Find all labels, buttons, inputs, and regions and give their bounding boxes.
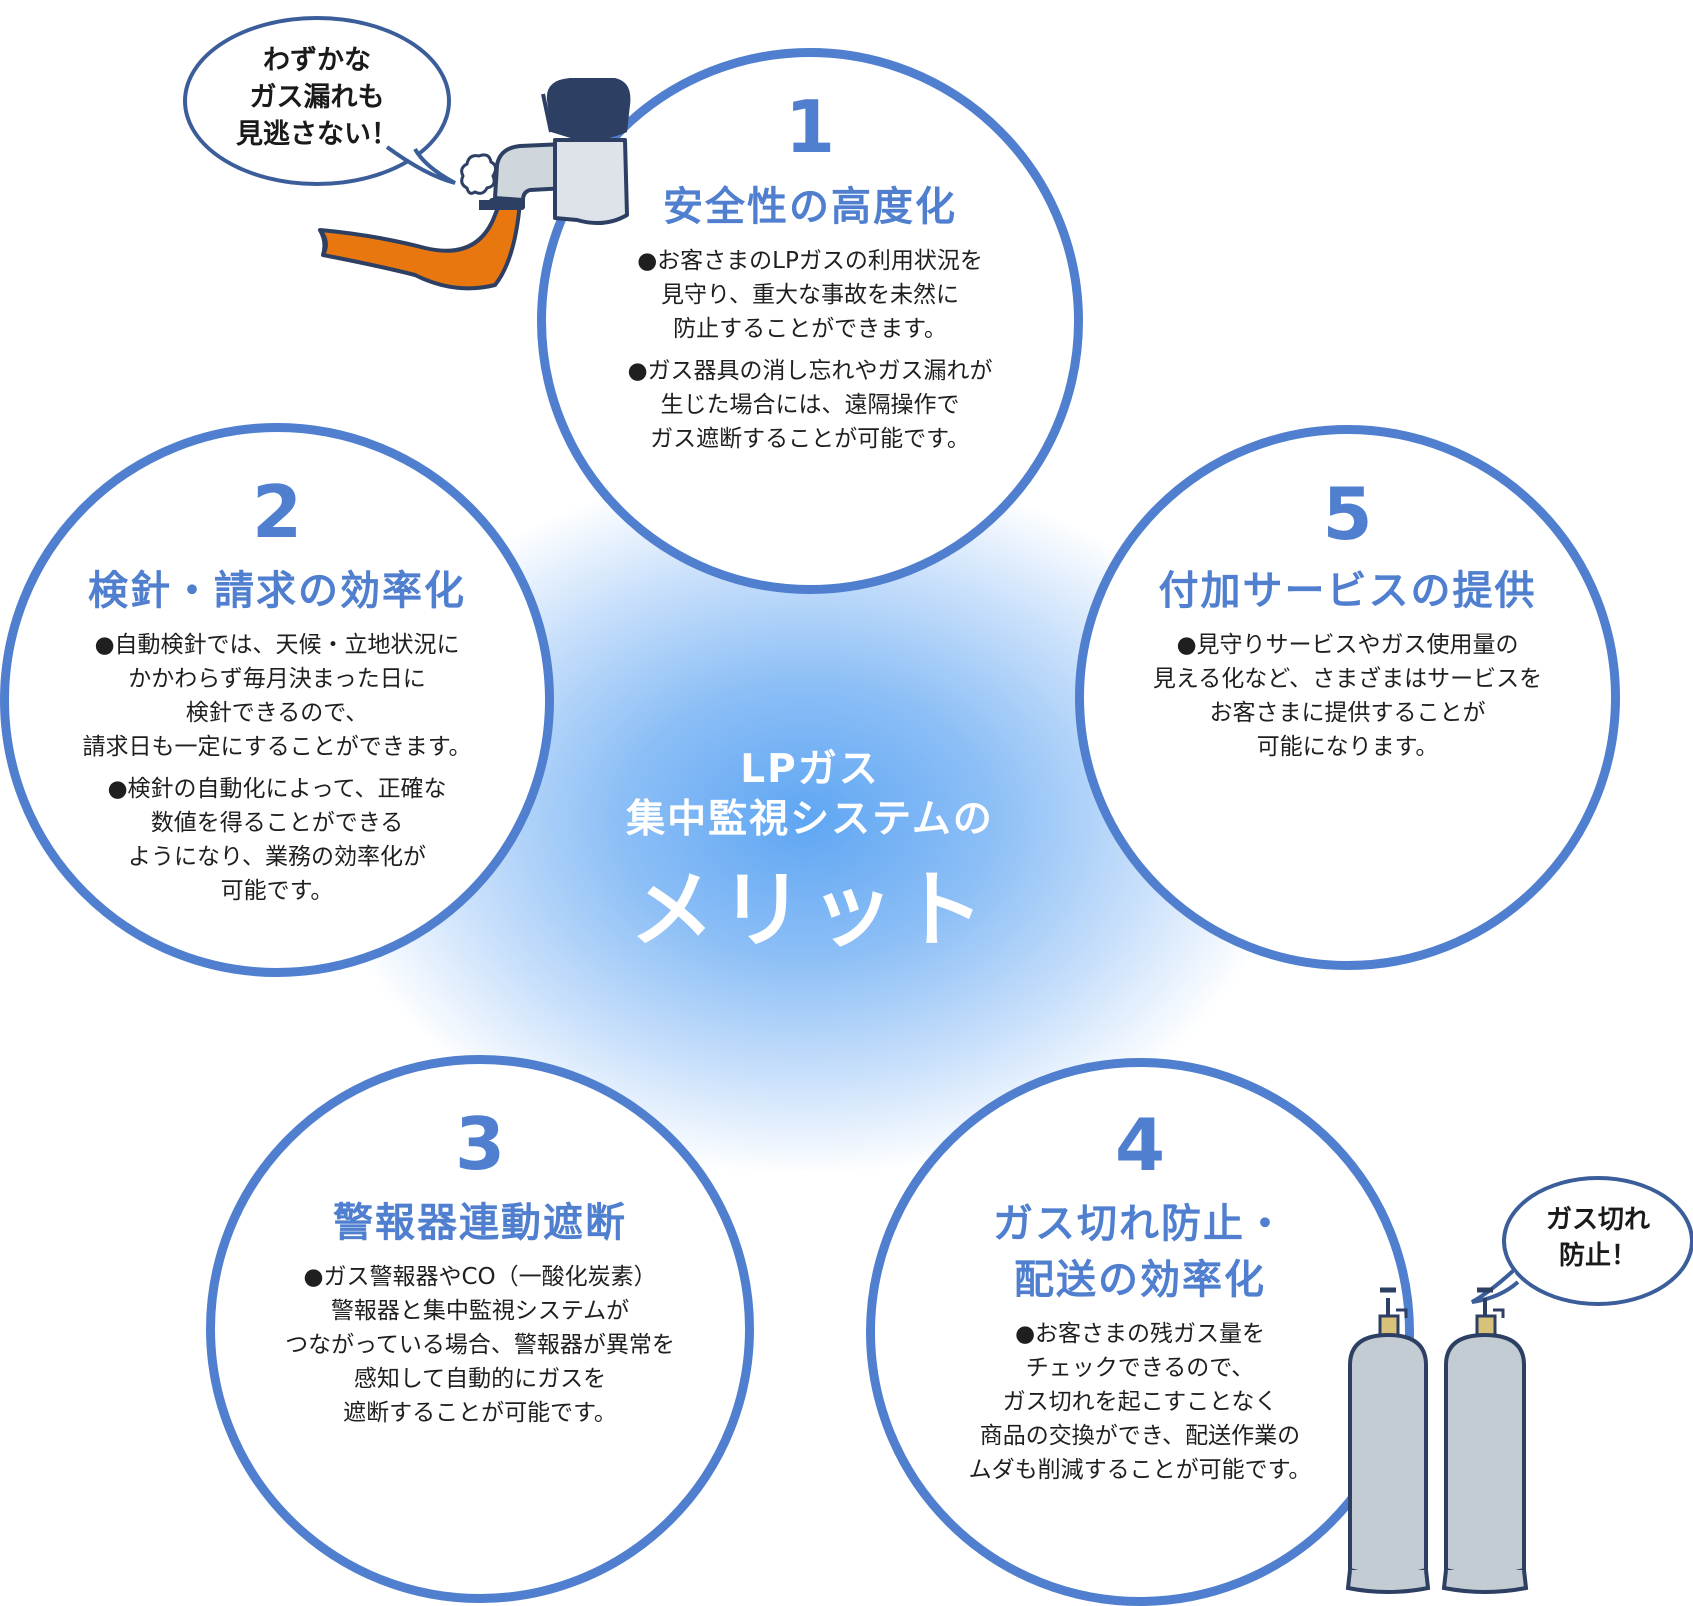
- merit-paragraph: ●検針の自動化によって、正確な 数値を得ることができる ようになり、業務の効率化…: [107, 776, 447, 904]
- merit-description: ●ガス警報器やCO（一酸化炭素） 警報器と集中監視システムが つながっている場合…: [215, 1260, 745, 1438]
- merit-number: 2: [251, 470, 303, 554]
- merit-description: ●お客さまの残ガス量を チェックできるので、 ガス切れを起こすことなく 商品の交…: [875, 1317, 1405, 1495]
- merit-description: ●見守りサービスやガス使用量の 見える化など、さまざまはサービスを お客さまに提…: [1084, 628, 1611, 772]
- leak-speech-bubble: わずかな ガス漏れも 見逃さない！: [183, 16, 451, 186]
- leak-bubble-text: わずかな ガス漏れも 見逃さない！: [236, 45, 398, 150]
- gas-cylinders-icon: [1345, 1287, 1529, 1594]
- gas-valve-with-hose-icon: [318, 78, 631, 291]
- merit-number: 3: [454, 1102, 506, 1186]
- merit-number: 5: [1322, 472, 1373, 556]
- merit-title: 安全性の高度化: [663, 184, 957, 230]
- gas-cylinder-right: [1441, 1287, 1529, 1594]
- merit-title-line1: ガス切れ防止・: [993, 1201, 1287, 1247]
- merit-description: ●お客さまのLPガスの利用状況を 見守り、重大な事故を未然に 防止することができ…: [546, 244, 1074, 464]
- cylinder-bubble-tail: [1471, 1268, 1520, 1304]
- merit-title: 検針・請求の効率化: [88, 568, 466, 614]
- merit-paragraph: ●お客さまの残ガス量を チェックできるので、 ガス切れを起こすことなく 商品の交…: [968, 1321, 1312, 1483]
- merit-circle-5: 5 付加サービスの提供 ●見守りサービスやガス使用量の 見える化など、さまざまは…: [1075, 425, 1620, 970]
- merit-number: 4: [1114, 1103, 1166, 1187]
- gas-cylinder-left: [1345, 1287, 1431, 1594]
- gas-leak-puff-icon: [460, 153, 498, 195]
- center-heading: LPガス 集中監視システムの メリット: [520, 745, 1100, 965]
- merit-paragraph: ●自動検針では、天候・立地状況に かかわらず毎月決まった日に 検針できるので、 …: [82, 632, 472, 760]
- merit-circle-4: 4 ガス切れ防止・ 配送の効率化 ●お客さまの残ガス量を チェックできるので、 …: [866, 1058, 1414, 1606]
- merit-circle-2: 2 検針・請求の効率化 ●自動検針では、天候・立地状況に かかわらず毎月決まった…: [0, 423, 554, 977]
- merit-paragraph: ●見守りサービスやガス使用量の 見える化など、さまざまはサービスを お客さまに提…: [1152, 632, 1543, 760]
- merit-title: 付加サービスの提供: [1158, 568, 1537, 614]
- merit-paragraph: ●お客さまのLPガスの利用状況を 見守り、重大な事故を未然に 防止することができ…: [637, 248, 983, 342]
- cylinder-bubble-text: ガス切れ 防止！: [1545, 1205, 1650, 1271]
- center-heading-line2: 集中監視システムの: [626, 797, 994, 842]
- merit-paragraph: ●ガス器具の消し忘れやガス漏れが 生じた場合には、遠隔操作で ガス遮断することが…: [627, 358, 993, 452]
- merit-circle-3: 3 警報器連動遮断 ●ガス警報器やCO（一酸化炭素） 警報器と集中監視システムが…: [206, 1055, 754, 1603]
- cylinder-speech-bubble: ガス切れ 防止！: [1502, 1176, 1693, 1306]
- merit-title-line2: 配送の効率化: [1014, 1257, 1266, 1303]
- center-heading-line1: LPガス: [740, 747, 880, 792]
- merit-title: 警報器連動遮断: [333, 1200, 627, 1246]
- center-heading-merit: メリット: [629, 861, 990, 959]
- merit-paragraph: ●ガス警報器やCO（一酸化炭素） 警報器と集中監視システムが つながっている場合…: [285, 1264, 675, 1426]
- merit-description: ●自動検針では、天候・立地状況に かかわらず毎月決まった日に 検針できるので、 …: [9, 628, 545, 916]
- leak-bubble-tail: [385, 145, 456, 185]
- merit-number: 1: [784, 85, 836, 169]
- merit-circle-1: 1 安全性の高度化 ●お客さまのLPガスの利用状況を 見守り、重大な事故を未然に…: [537, 48, 1083, 594]
